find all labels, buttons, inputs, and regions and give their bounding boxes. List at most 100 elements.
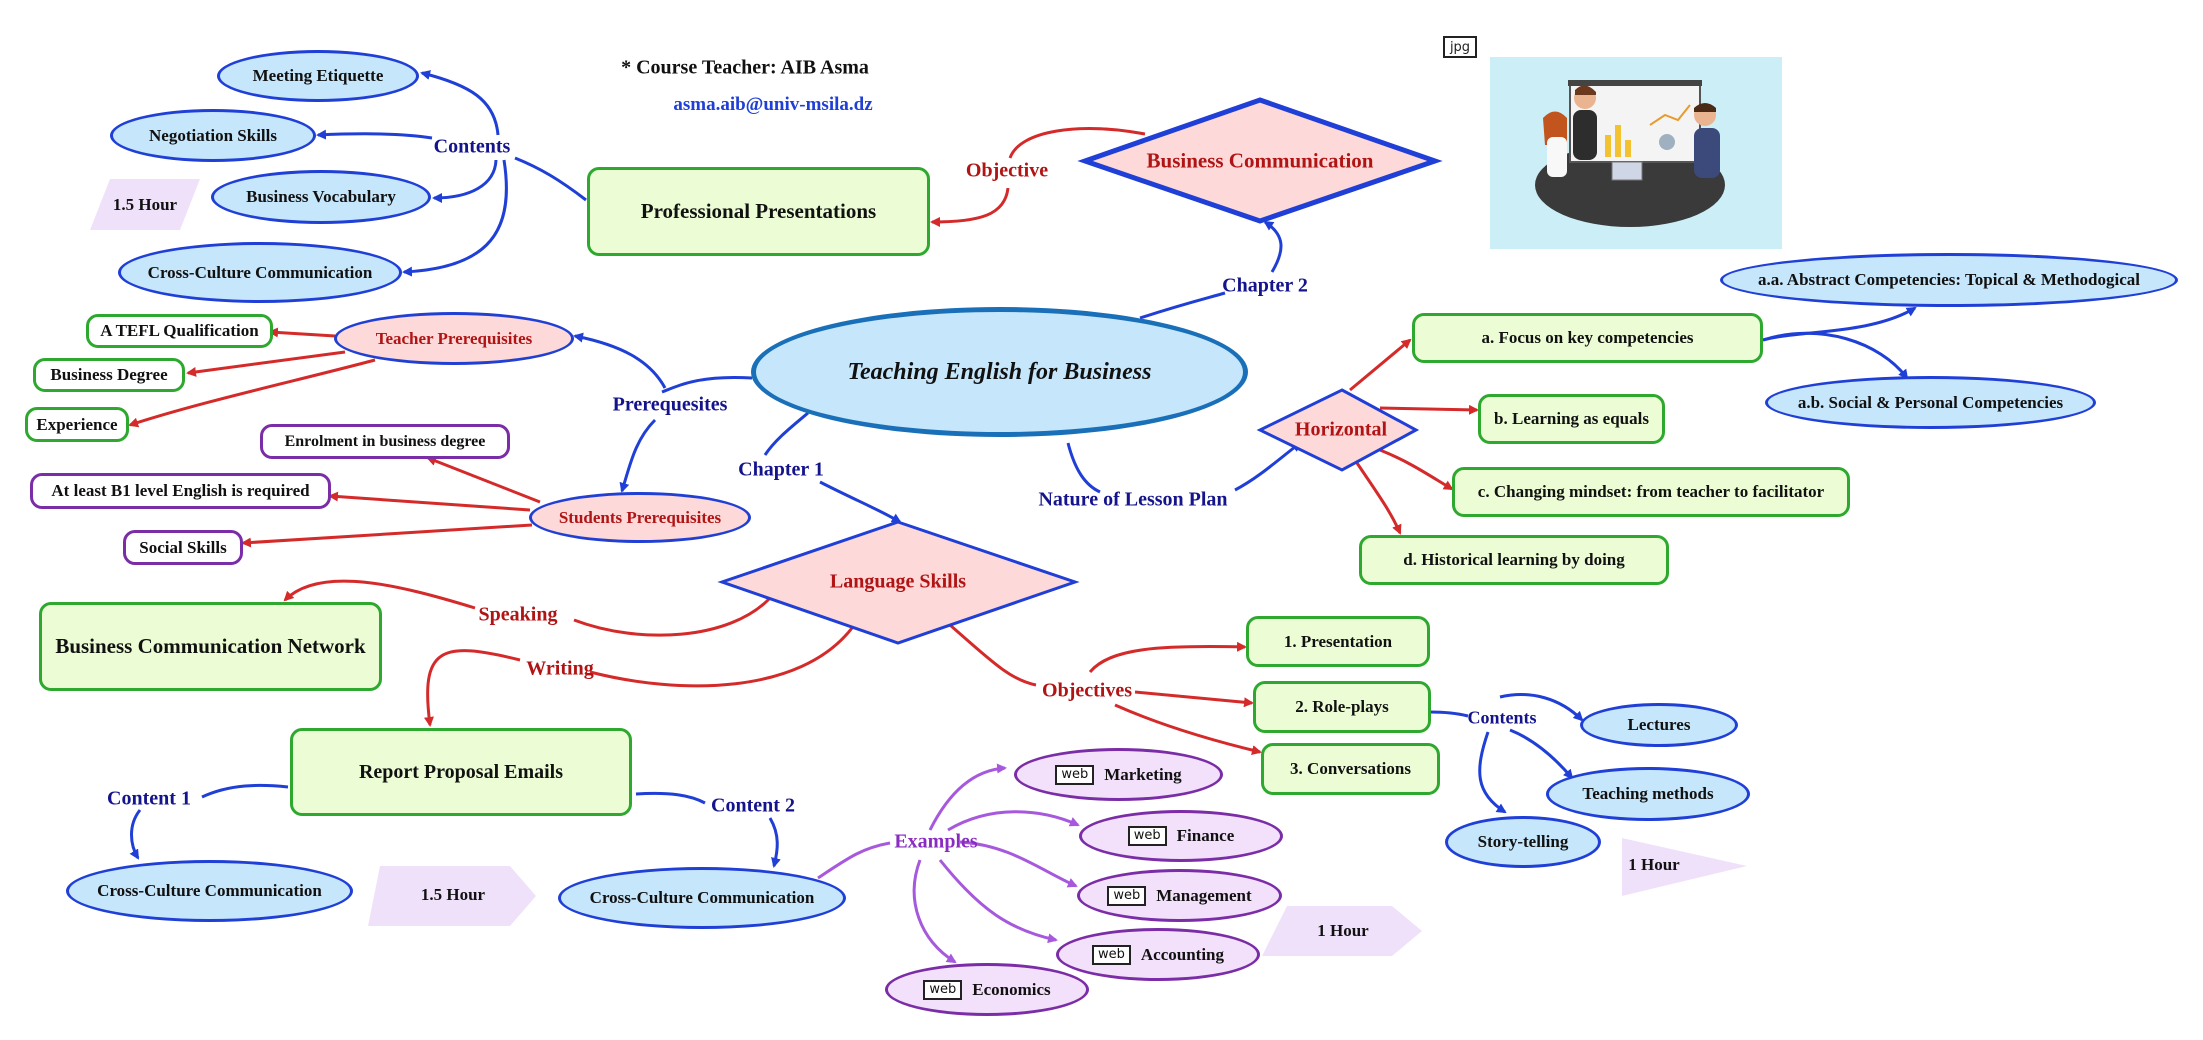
horizontal-node[interactable]: Horizontal (1294, 418, 1388, 441)
historical-learning-node[interactable]: d. Historical learning by doing (1359, 535, 1669, 585)
economics-label: Economics (972, 979, 1051, 999)
edge-chapter2-bizcomm (1263, 220, 1283, 273)
web-icon: web (1107, 885, 1147, 906)
tefl-node[interactable]: A TEFL Qualification (86, 314, 273, 348)
cross-culture-node-content2[interactable]: Cross-Culture Communication (558, 867, 846, 929)
management-label: Management (1156, 885, 1252, 905)
story-telling-node[interactable]: Story-telling (1445, 816, 1601, 868)
report-proposal-emails-node[interactable]: Report Proposal Emails (290, 728, 632, 816)
students-prerequisites-node[interactable]: Students Prerequisites (529, 492, 751, 543)
negotiation-skills-node[interactable]: Negotiation Skills (110, 109, 316, 162)
content1-label: Content 1 (107, 787, 191, 810)
marketing-node[interactable]: web Marketing (1014, 748, 1223, 801)
edge-report-content1 (201, 783, 289, 799)
changing-mindset-node[interactable]: c. Changing mindset: from teacher to fac… (1452, 467, 1850, 517)
language-skills-node[interactable]: Language Skills (829, 570, 967, 593)
edge-contents-crossculture (402, 159, 508, 277)
meeting-etiquette-node[interactable]: Meeting Etiquette (217, 50, 419, 102)
edge-roleplays-contents (1429, 710, 1469, 718)
management-node[interactable]: web Management (1077, 869, 1282, 922)
lesson-plan-label: Nature of Lesson Plan (1038, 488, 1228, 511)
business-degree-node[interactable]: Business Degree (33, 358, 185, 392)
edge-center-chapter1 (763, 411, 809, 456)
edge-prereq-students (619, 418, 657, 493)
social-personal-competencies-node[interactable]: a.b. Social & Personal Competencies (1765, 376, 2096, 429)
speaking-label: Speaking (478, 603, 558, 626)
cross-culture-node-ch2[interactable]: Cross-Culture Communication (118, 242, 402, 303)
edge-students-enrolment (426, 456, 541, 504)
professional-presentations-node[interactable]: Professional Presentations (587, 167, 930, 256)
teacher-prerequisites-node[interactable]: Teacher Prerequisites (334, 312, 574, 365)
edge-center-prereq (661, 375, 753, 394)
image-type-badge: jpg (1443, 36, 1477, 58)
chapter2-label: Chapter 2 (1222, 274, 1308, 297)
duration-shape-ch2 (90, 179, 200, 230)
business-communication-node[interactable]: Business Communication (1146, 148, 1374, 173)
edge-lessonplan-horizontal (1234, 441, 1302, 492)
edge-presentations-contents (514, 156, 587, 202)
edge-a-social (1762, 331, 1909, 380)
edge-teacher-tefl (268, 327, 336, 338)
edge-prereq-teacher (573, 332, 667, 389)
edge-horizontal-c (1379, 448, 1454, 491)
edge-chapter1-lang (819, 480, 902, 524)
b1-level-node[interactable]: At least B1 level English is required (30, 473, 331, 509)
edge-examples-marketing (928, 763, 1007, 831)
edge-contents-vocabulary (432, 159, 498, 203)
edge-lang-writing (589, 627, 854, 688)
teaching-methods-node[interactable]: Teaching methods (1546, 767, 1750, 821)
edge-writing-report (424, 649, 521, 727)
examples-label: Examples (894, 830, 978, 853)
marketing-label: Marketing (1104, 764, 1182, 784)
edge-students-b1 (328, 491, 531, 512)
duration-objectives: 1 Hour (1628, 855, 1680, 874)
course-teacher: * Course Teacher: AIB Asma (621, 56, 869, 79)
cross-culture-node-content1[interactable]: Cross-Culture Communication (66, 860, 353, 922)
edge-contents-meeting (420, 70, 500, 136)
enrolment-node[interactable]: Enrolment in business degree (260, 424, 510, 459)
edge-content1-node (129, 809, 142, 860)
business-vocabulary-node[interactable]: Business Vocabulary (211, 170, 431, 224)
content2-label: Content 2 (711, 794, 795, 817)
focus-key-competencies-node[interactable]: a. Focus on key competencies (1412, 313, 1763, 363)
experience-node[interactable]: Experience (25, 407, 129, 442)
edge-teacher-degree (186, 350, 346, 377)
web-icon: web (1127, 826, 1167, 846)
edge-examples-accounting (938, 859, 1058, 944)
learning-as-equals-node[interactable]: b. Learning as equals (1478, 394, 1665, 444)
edge-contents-lectures (1499, 693, 1584, 722)
edge-content2-node (768, 817, 781, 868)
edge-objective-presentations (930, 187, 1010, 227)
objectives-label: Objectives (1042, 679, 1132, 702)
edge-center-lessonplan (1066, 442, 1101, 494)
economics-node[interactable]: web Economics (885, 963, 1089, 1016)
horizontal-diamond (1256, 388, 1420, 472)
objectives-contents-label: Contents (1467, 707, 1537, 728)
web-icon: web (1055, 764, 1095, 785)
presentation-node[interactable]: 1. Presentation (1246, 616, 1430, 667)
edge-lang-objectives (949, 623, 1037, 687)
edge-examples-economics (912, 859, 957, 964)
edge-examples-finance (947, 810, 1080, 832)
central-topic[interactable]: Teaching English for Business (751, 307, 1248, 437)
social-skills-node[interactable]: Social Skills (123, 530, 243, 565)
web-icon: web (1091, 944, 1131, 965)
edge-objectives-conversations (1114, 703, 1262, 755)
edge-horizontal-d (1353, 459, 1402, 535)
duration-examples: 1 Hour (1317, 921, 1369, 940)
web-icon: web (923, 979, 963, 1000)
abstract-competencies-node[interactable]: a.a. Abstract Competencies: Topical & Me… (1720, 253, 2178, 307)
lectures-node[interactable]: Lectures (1580, 703, 1738, 747)
edge-node-examples (817, 841, 891, 880)
teacher-email[interactable]: asma.aib@univ-msila.dz (673, 94, 873, 115)
edge-objectives-presentation (1088, 641, 1247, 673)
business-communication-network-node[interactable]: Business Communication Network (39, 602, 382, 691)
conversations-node[interactable]: 3. Conversations (1261, 743, 1440, 795)
objective-label: Objective (965, 159, 1049, 182)
duration-ch2: 1.5 Hour (112, 195, 178, 214)
chapter2-contents-label: Contents (433, 135, 511, 158)
role-plays-node[interactable]: 2. Role-plays (1253, 681, 1431, 733)
